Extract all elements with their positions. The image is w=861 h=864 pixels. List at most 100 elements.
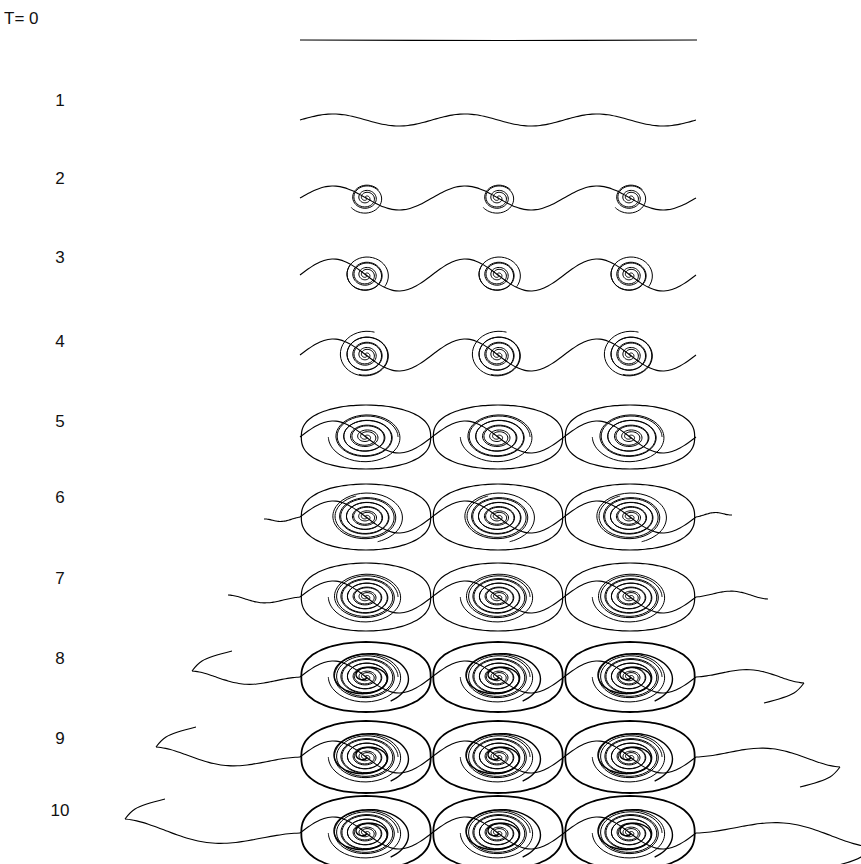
vortex-spiral: [469, 416, 530, 456]
vortex-spiral: [328, 574, 400, 622]
vortex-sheet: [300, 39, 697, 41]
vortex-spiral: [466, 654, 540, 701]
vortex-spiral: [328, 810, 400, 858]
time-label: 5: [55, 413, 64, 430]
vortex-sheet-tail: [696, 670, 804, 683]
vortex-sheet-tail: [764, 683, 804, 703]
time-label: 1: [55, 92, 64, 109]
time-label: 6: [55, 489, 64, 506]
vortex-spiral: [598, 810, 672, 857]
vortex-eye: [301, 563, 430, 631]
vortex-eye: [433, 796, 562, 864]
vortex-spiral: [328, 654, 400, 702]
vortex-spiral: [592, 654, 664, 702]
vortex-eye: [301, 484, 430, 550]
time-label: 4: [55, 333, 64, 350]
vortex-sheet-tail: [192, 651, 232, 671]
vortex-eye: [433, 563, 562, 631]
vortex-spiral: [334, 654, 408, 701]
time-label: 3: [55, 249, 64, 266]
vortex-spiral: [611, 337, 652, 375]
time-label: 7: [55, 570, 64, 587]
vortex-spiral: [460, 654, 532, 702]
vortex-spiral: [604, 331, 652, 376]
vortex-eye: [301, 405, 430, 469]
vortex-sheet-tail: [228, 595, 300, 603]
vortex-eye: [565, 796, 694, 864]
vortex-spiral: [347, 337, 388, 375]
vortex-sheet-tail: [125, 799, 165, 819]
vortex-eye: [565, 484, 694, 550]
vortex-spiral: [592, 810, 664, 858]
vortex-eye: [301, 721, 430, 793]
vortex-spiral: [615, 186, 646, 213]
vortex-spiral: [460, 810, 532, 858]
vortex-eye: [433, 484, 562, 550]
vortex-spiral: [469, 576, 530, 617]
vortex-spiral: [592, 415, 664, 462]
vortex-sheet-tail: [156, 747, 300, 766]
vortex-spiral: [328, 415, 400, 462]
vortex-spiral: [353, 185, 379, 208]
vortex-spiral: [347, 257, 388, 290]
vortex-sheet-tail: [264, 517, 300, 521]
time-label: 9: [55, 730, 64, 747]
vortex-spiral: [460, 415, 532, 462]
vortex-sheet-tail: [696, 748, 840, 767]
vortex-spiral: [347, 262, 382, 290]
vortex-spiral: [601, 576, 662, 617]
vortex-spiral: [483, 186, 514, 213]
vortex-sheet-tail: [192, 671, 300, 684]
vortex-eye: [565, 563, 694, 631]
vortex-sheet-tail: [125, 819, 300, 843]
vortex-eye: [301, 796, 430, 864]
vortex-spiral: [334, 734, 408, 781]
vortex-spiral: [351, 186, 382, 213]
vortex-spiral: [479, 257, 520, 290]
vortex-spiral: [611, 257, 652, 290]
vortex-spiral: [601, 416, 662, 456]
vortex-sheet-tail: [696, 513, 732, 517]
vortex-eye: [565, 405, 694, 469]
vortex-spiral: [592, 734, 664, 782]
vortex-spiral: [479, 262, 514, 290]
vortex-spiral: [340, 331, 388, 376]
vortex-sheet-tail: [696, 823, 861, 847]
vortex-spiral: [599, 496, 658, 537]
vortex-spiral: [598, 734, 672, 781]
vortex-spiral: [465, 493, 535, 542]
vortex-spiral: [598, 654, 672, 701]
vortex-spiral: [337, 416, 398, 456]
vortex-eye: [301, 642, 430, 712]
vortex-sheet-tail: [831, 847, 861, 864]
vortex-eye: [565, 721, 694, 793]
vortex-spiral: [472, 331, 520, 376]
vortex-spiral: [485, 185, 511, 208]
vortex-eye: [565, 642, 694, 712]
vortex-sheet-tail: [800, 767, 840, 787]
vortex-spiral: [335, 496, 394, 537]
vortex-spiral: [328, 734, 400, 782]
vortex-spiral: [597, 493, 667, 542]
vortex-spiral: [592, 574, 664, 622]
vortex-eye: [433, 721, 562, 793]
vortex-spiral: [334, 810, 408, 857]
vortex-sheet-tail: [156, 727, 196, 747]
vortex-spiral: [479, 337, 520, 375]
vortex-spiral: [466, 734, 540, 781]
time-label: 2: [55, 170, 64, 187]
vortex-spiral: [333, 493, 403, 542]
vortex-spiral: [337, 576, 398, 617]
vortex-sheet-tail: [696, 591, 768, 599]
vortex-spiral: [460, 734, 532, 782]
vortex-eye: [433, 642, 562, 712]
vortex-spiral: [617, 185, 643, 208]
time-label: 8: [55, 650, 64, 667]
vortex-spiral: [467, 496, 526, 537]
vortex-sheet: [300, 114, 696, 126]
vortex-spiral: [611, 262, 646, 290]
time-label: T= 0: [4, 10, 39, 27]
time-label: 10: [51, 802, 70, 819]
vortex-eye: [433, 405, 562, 469]
